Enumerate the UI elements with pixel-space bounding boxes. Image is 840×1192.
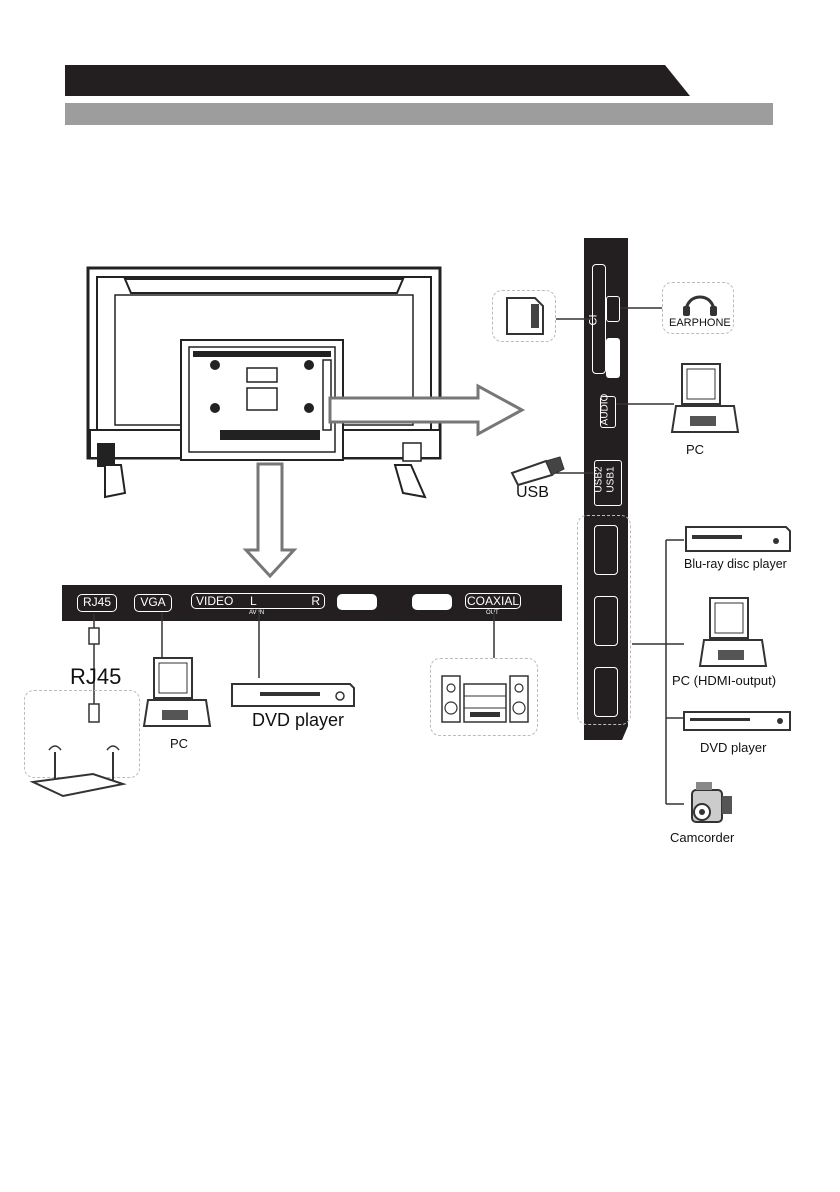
rj45-port[interactable]: RJ45 bbox=[77, 594, 117, 612]
laptop-icon-hdmi bbox=[700, 596, 770, 676]
laptop-icon-vga bbox=[144, 656, 214, 736]
av-in-port[interactable]: VIDEO L R bbox=[191, 593, 325, 609]
rj45-device-label: RJ45 bbox=[70, 664, 121, 690]
headphone-icon bbox=[680, 288, 720, 318]
dvd-player-av-icon bbox=[230, 678, 356, 708]
dvd-side-label: DVD player bbox=[700, 740, 766, 755]
laptop-icon-audio bbox=[672, 362, 742, 442]
av-line bbox=[257, 612, 261, 682]
usb1-label: USB1 bbox=[606, 466, 617, 492]
sd-line bbox=[556, 318, 596, 322]
pc-hdmi-label: PC (HDMI-output) bbox=[672, 673, 776, 688]
router-icon bbox=[33, 740, 133, 800]
av-video-label: VIDEO bbox=[196, 594, 233, 608]
audio-label: AUDIO bbox=[599, 394, 610, 426]
usb-label: USB bbox=[516, 484, 549, 502]
coaxial-label: COAXIAL bbox=[467, 594, 519, 608]
earphone-line bbox=[620, 307, 664, 311]
blank-port-2[interactable] bbox=[412, 594, 452, 610]
pc-audio-label: PC bbox=[686, 442, 704, 457]
arrow-down-icon bbox=[238, 462, 298, 582]
hdmi-port-3[interactable] bbox=[594, 667, 618, 717]
camcorder-icon bbox=[686, 780, 736, 830]
av-l-label: L bbox=[250, 594, 257, 608]
hdmi-port-1[interactable] bbox=[594, 525, 618, 575]
earphone-label: EARPHONE bbox=[669, 317, 731, 329]
vga-port[interactable]: VGA bbox=[134, 594, 172, 612]
sd-card-icon bbox=[505, 296, 545, 336]
side-slot-small[interactable] bbox=[606, 338, 620, 378]
usb-line bbox=[556, 472, 596, 476]
dvd-player-side-icon bbox=[682, 708, 792, 732]
bluray-player-icon bbox=[682, 525, 792, 555]
pc-audio-line bbox=[616, 403, 676, 407]
vga-port-label: VGA bbox=[140, 595, 165, 609]
hdmi-port-2[interactable] bbox=[594, 596, 618, 646]
pc-vga-label: PC bbox=[170, 736, 188, 751]
hdmi-connection-lines bbox=[630, 530, 690, 810]
bottom-panel-cut bbox=[550, 585, 570, 625]
header-bar-dark bbox=[0, 0, 840, 140]
arrow-right-icon bbox=[328, 384, 528, 444]
av-r-label: R bbox=[311, 594, 320, 608]
earphone-jack[interactable] bbox=[606, 296, 620, 322]
usb2-label: USB2 bbox=[594, 466, 605, 492]
bluray-label: Blu-ray disc player bbox=[684, 557, 787, 571]
usb-stick-icon bbox=[508, 455, 568, 485]
coaxial-port[interactable]: COAXIAL bbox=[465, 593, 521, 609]
stereo-system-icon bbox=[440, 666, 530, 726]
rj45-port-label: RJ45 bbox=[83, 595, 111, 609]
vga-line bbox=[160, 612, 164, 662]
camcorder-label: Camcorder bbox=[670, 830, 734, 845]
blank-port-1[interactable] bbox=[337, 594, 377, 610]
coaxial-line bbox=[492, 612, 496, 660]
dvd-av-label: DVD player bbox=[252, 710, 344, 731]
